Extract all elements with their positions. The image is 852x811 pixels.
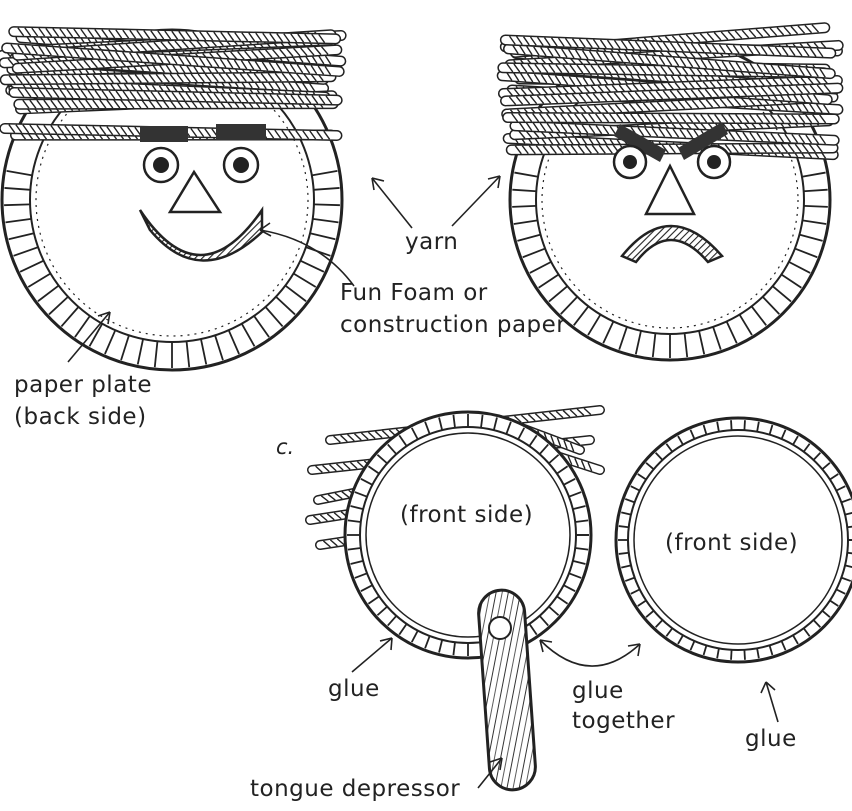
right-eye [698,146,730,178]
happy-face-plate [2,28,342,370]
step-label-c: c. [276,435,294,459]
label-yarn: yarn [405,229,458,255]
right-eye [224,148,258,182]
label-tongue-depressor: tongue depressor [250,776,460,802]
left-eye [144,148,178,182]
angry-face-plate [502,25,838,360]
left-eyebrow [140,126,188,142]
left-eye [614,146,646,178]
label-back-side: (back side) [14,404,147,430]
yarn-hair [502,25,838,159]
label-front-side-right: (front side) [665,530,798,556]
label-glue-right: glue [745,726,797,752]
yarn-arrow-left [372,178,412,228]
right-eyebrow [216,124,266,140]
label-construction-paper: construction paper [340,312,566,338]
label-glue-together-1: glue [572,678,624,704]
label-paper-plate: paper plate [14,372,152,398]
label-glue-left: glue [328,676,380,702]
glue-arrow-left [352,638,392,672]
front-plate-left [310,408,600,658]
label-front-side-left: (front side) [400,502,533,528]
label-glue-together-2: together [572,708,675,734]
label-fun-foam: Fun Foam or [340,280,488,306]
glue-together-arrow [540,640,640,666]
yarn-arrow-right [452,176,500,226]
